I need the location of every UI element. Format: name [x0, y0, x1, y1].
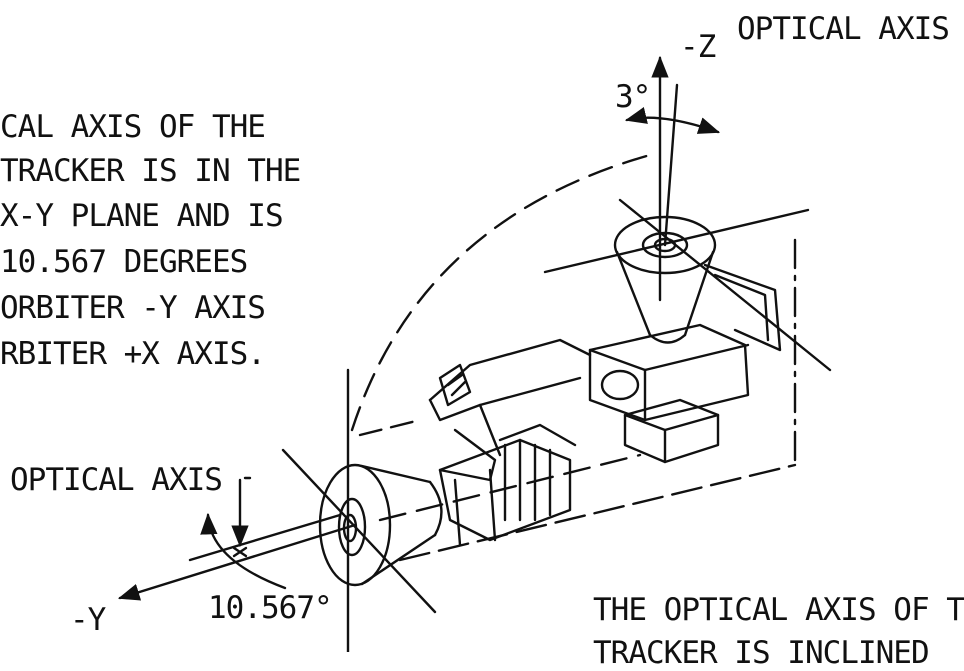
- upper-tracker-lens: [613, 215, 717, 275]
- minus-y-label: -Y: [70, 602, 106, 638]
- top-optical-axis-label: OPTICAL AXIS: [737, 11, 950, 47]
- left-note-line-6: RBITER +X AXIS.: [0, 336, 266, 372]
- left-note-line-5: ORBITER -Y AXIS: [0, 290, 266, 326]
- tilted-optical-axis: [663, 83, 679, 247]
- left-note-line-3: X-Y PLANE AND IS: [0, 198, 284, 234]
- dashed-arc: [350, 153, 652, 432]
- left-optical-axis-label: OPTICAL AXIS: [10, 462, 223, 498]
- left-note-line-1: CAL AXIS OF THE: [0, 109, 266, 145]
- minus-z-label: -Z: [680, 29, 716, 65]
- left-optical-axis: [188, 513, 342, 562]
- left-note-line-4: 10.567 DEGREES: [0, 244, 248, 280]
- bottom-note-line-2: TRACKER IS INCLINED: [593, 635, 930, 671]
- left-note-line-2: TRACKER IS IN THE: [0, 153, 301, 189]
- bottom-note-line-1: THE OPTICAL AXIS OF T: [593, 592, 964, 628]
- angle-top-label: 3°: [615, 79, 651, 115]
- y-axis-line: [117, 523, 357, 601]
- angle-arc-top: [624, 107, 721, 134]
- diagram-drawing: [117, 55, 832, 652]
- lower-tracker-lens: [318, 463, 392, 587]
- angle-arc-left: [200, 512, 287, 590]
- angle-left-label: 10.567°: [208, 590, 333, 626]
- star-tracker-diagram: OPTICAL AXIS -Z 3° CAL AXIS OF THE TRACK…: [0, 11, 964, 669]
